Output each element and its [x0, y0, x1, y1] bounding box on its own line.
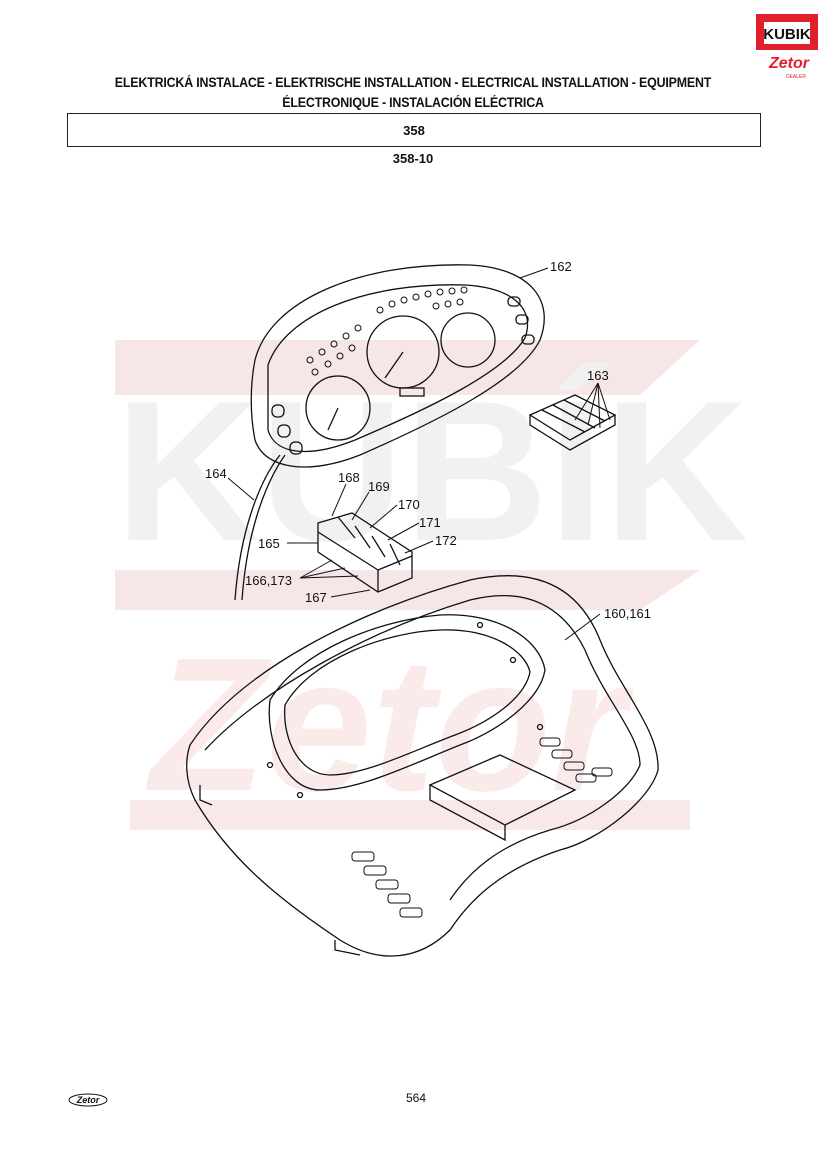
callout-170: 170 [398, 497, 420, 512]
callout-160-161: 160,161 [604, 606, 651, 621]
callout-167: 167 [305, 590, 327, 605]
page-number: 564 [405, 1091, 427, 1105]
watermark-kubik-text: KUBÍK [115, 360, 748, 583]
callout-163: 163 [587, 368, 609, 383]
callout-168: 168 [338, 470, 360, 485]
instrument-cluster [250, 264, 545, 468]
connector-block [317, 512, 413, 593]
callout-171: 171 [419, 515, 441, 530]
svg-text:Zetor: Zetor [76, 1095, 100, 1105]
watermark-zetor-text: Zetor [145, 619, 634, 831]
callout-162: 162 [550, 259, 572, 274]
callout-169: 169 [368, 479, 390, 494]
callout-164: 164 [205, 466, 227, 481]
zetor-footer-logo: Zetor [68, 1092, 108, 1108]
dashboard-housing [186, 575, 659, 957]
page-title-line2: ÉLECTRONIQUE - INSTALACIÓN ELÉCTRICA [282, 95, 544, 110]
callout-172: 172 [435, 533, 457, 548]
svg-text:DEALER: DEALER [786, 74, 806, 80]
svg-text:KUBIK: KUBIK [763, 26, 811, 43]
subsection-number: 358-10 [392, 151, 434, 166]
callout-165: 165 [258, 536, 280, 551]
cable [234, 454, 281, 601]
section-box: 358 [67, 113, 761, 147]
bulb-set [528, 394, 617, 451]
callout-166-173: 166,173 [245, 573, 292, 588]
kubik-zetor-logo: KUBIK Zetor DEALER [756, 14, 818, 80]
page-title-line1: ELEKTRICKÁ INSTALACE - ELEKTRISCHE INSTA… [114, 75, 712, 90]
section-number: 358 [403, 123, 425, 138]
svg-text:Zetor: Zetor [768, 55, 810, 72]
